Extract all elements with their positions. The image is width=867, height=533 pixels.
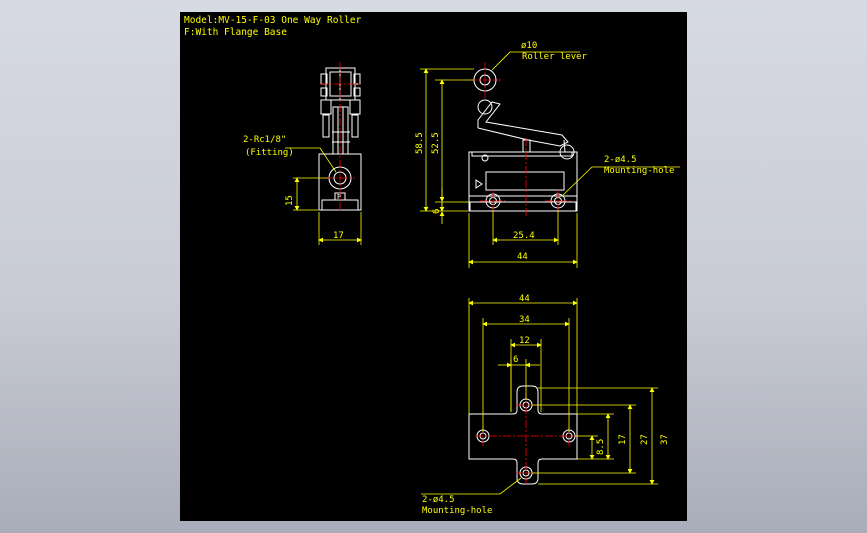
flange-width-12: 12	[519, 336, 530, 346]
front-width-dim: 17	[333, 231, 344, 241]
side-hole-label: 2-ø4.5	[604, 155, 637, 165]
roller-lever-label: Roller lever	[522, 52, 588, 62]
length-dim: 44	[517, 252, 528, 262]
front-height-dim: 15	[285, 195, 295, 206]
base-height-dim: 6	[432, 209, 442, 214]
total-height-dim: 58.5	[415, 132, 425, 154]
front-centerlines	[320, 62, 361, 212]
drawing-title: Model:MV-15-F-03 One Way Roller	[184, 15, 362, 26]
flange-height-17: 17	[618, 434, 628, 445]
drawing-subtitle: F:With Flange Base	[184, 27, 287, 38]
flange-hole-sub-label: Mounting-hole	[422, 506, 492, 516]
flange-hole-label: 2-ø4.5	[422, 495, 455, 505]
drawing-canvas[interactable]: Model:MV-15-F-03 One Way Roller F:With F…	[180, 12, 687, 521]
pivot-height-dim: 52.5	[431, 132, 441, 154]
flange-height-37: 37	[660, 434, 670, 445]
port-mark: P	[337, 193, 341, 201]
flange-dims	[421, 298, 658, 495]
port-label: 2-Rc1/8"	[243, 135, 286, 145]
drawing-svg: P 17 15 2-Rc1/8"	[243, 41, 680, 516]
port-sub-label: (Fitting)	[245, 148, 294, 158]
flange-width-6: 6	[513, 355, 518, 365]
flange-height-27: 27	[640, 434, 650, 445]
flange-width-34: 34	[519, 315, 530, 325]
side-view: ø10 Roller lever 2-ø4.5 Mounting-hole 58…	[415, 41, 680, 268]
side-hole-sub-label: Mounting-hole	[604, 166, 674, 176]
flange-width-44: 44	[519, 294, 530, 304]
hole-spacing-dim: 25.4	[513, 231, 535, 241]
flange-centerlines	[475, 392, 577, 486]
roller-dia-label: ø10	[521, 41, 537, 51]
front-view: P 17 15 2-Rc1/8"	[243, 62, 362, 245]
flange-height-8-5: 8.5	[596, 439, 606, 455]
side-dims	[420, 51, 680, 268]
flange-outline	[468, 385, 578, 485]
flange-view: 44 34 12 6 8.5 17 27 37 2-ø4.5 Mounting-…	[421, 294, 670, 516]
front-dims	[285, 147, 362, 245]
side-centerlines	[469, 62, 571, 217]
